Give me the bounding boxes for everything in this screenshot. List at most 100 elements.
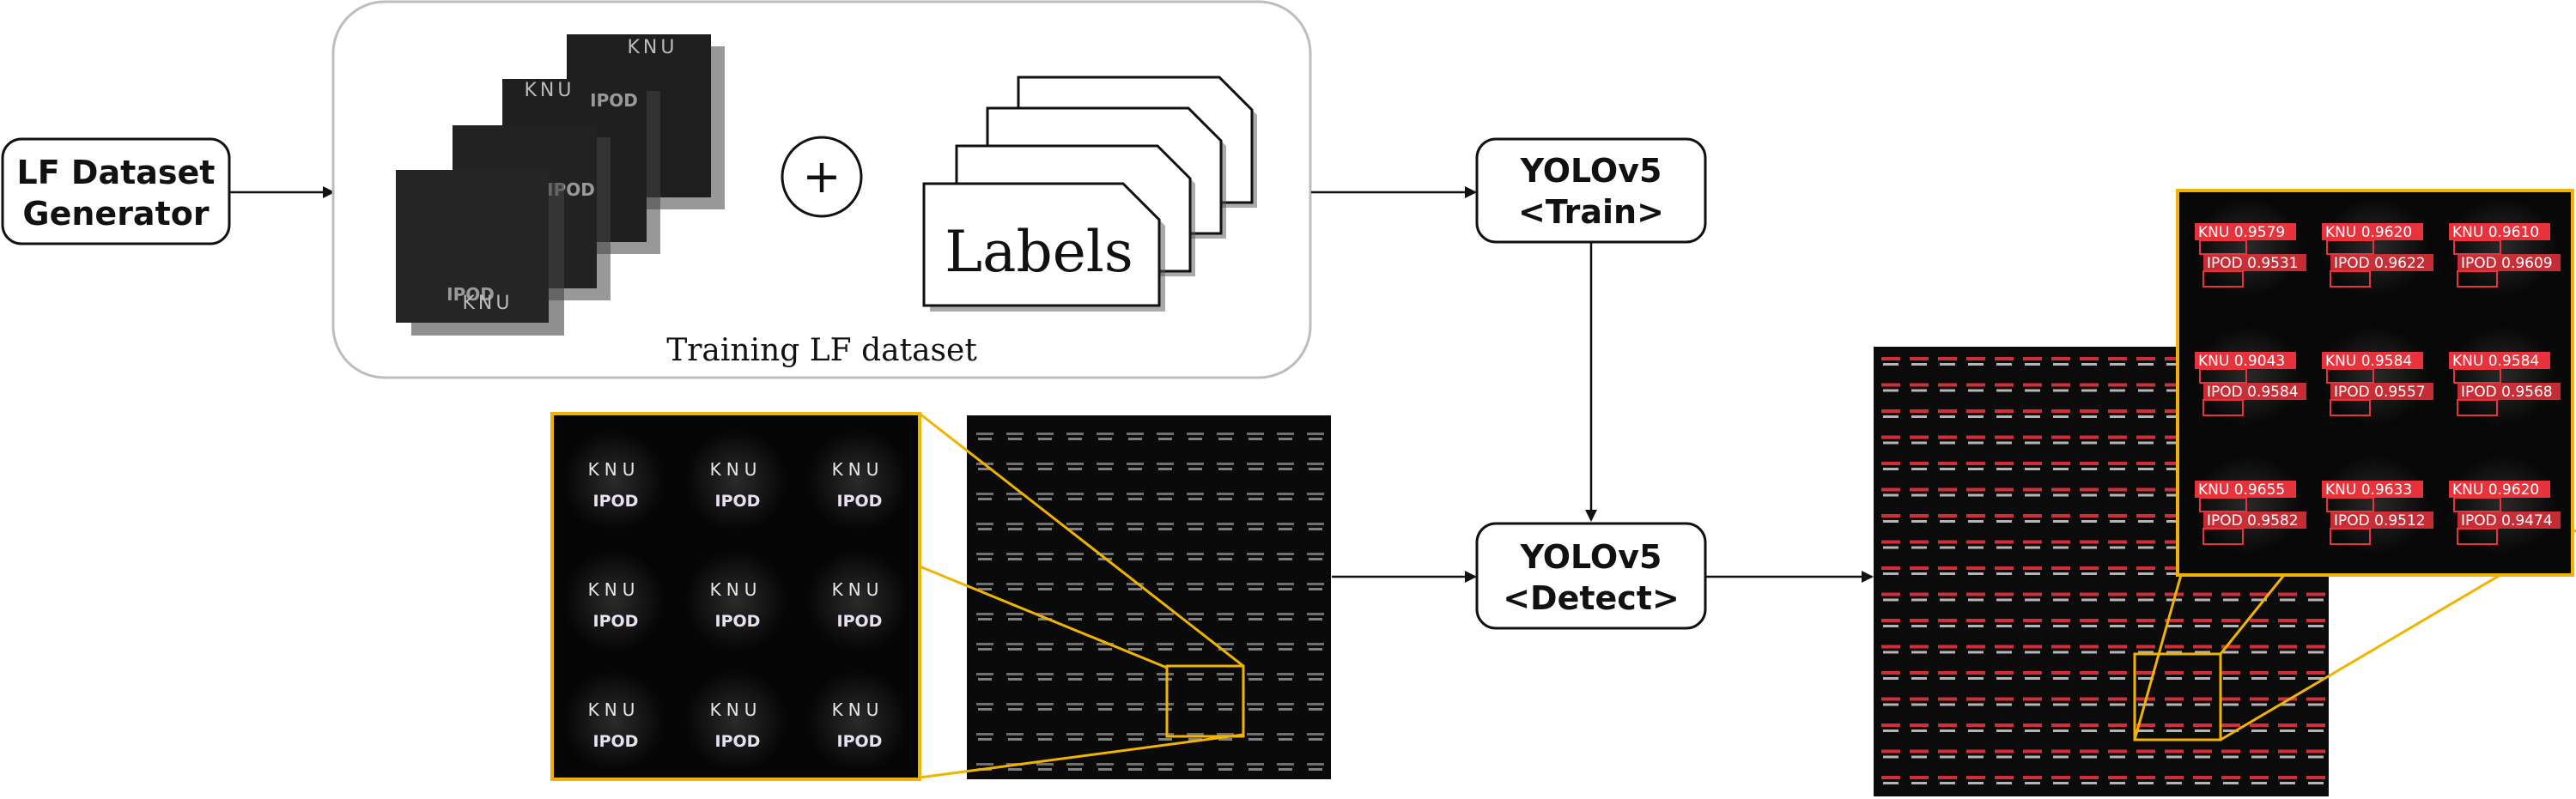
detection-knu-label: KNU 0.9584 [2325,353,2412,370]
input-elemental-mark [1068,528,1082,530]
input-elemental-mark [978,618,992,620]
output-detection-mark [1968,363,1984,366]
output-detection-mark [1938,671,1957,675]
output-detection-mark [2306,671,2325,675]
input-elemental-mark [1127,523,1144,525]
output-detection-mark [1996,493,2012,497]
input-elemental-mark [1249,528,1262,530]
output-detection-mark [2051,357,2070,360]
output-detection-mark [2023,592,2042,596]
output-detection-mark [1995,749,2014,754]
input-elemental-mark [1006,703,1024,705]
detection-glow [2318,324,2432,427]
output-detection-mark [1881,671,1900,675]
output-detection-mark [1995,383,2014,387]
lf-image-1: IPOD KNU [396,170,564,336]
output-detection-mark [2221,723,2240,727]
output-detection-mark [2306,619,2325,622]
output-detection-mark [1940,441,1955,445]
output-detection-mark [2166,651,2182,654]
lf-image-stack: KNU KNU IPOD IPOD IPOD KNU [396,34,725,336]
input-elemental-mark [1128,498,1142,500]
output-detection-mark [1940,546,1955,549]
input-elemental-mark [1188,558,1202,560]
detection-ipod-label: IPOD 0.9584 [2207,384,2299,401]
input-elemental-mark [978,678,992,681]
output-detection-mark [2221,619,2240,622]
input-elemental-mark [1188,528,1202,530]
input-elemental-mark [976,433,993,435]
output-detection-mark [2053,625,2069,627]
output-detection-mark [2138,625,2154,627]
input-elemental-mark [1277,733,1294,735]
output-detection-mark [1996,415,2012,418]
input-elemental-mark [1217,523,1234,525]
input-elemental-mark [1097,763,1114,766]
output-detection-mark [2053,520,2069,523]
input-zoom-knu: KNU [588,459,641,480]
output-detection-mark [2306,592,2325,596]
output-detection-mark [2166,389,2182,392]
output-detection-mark [2081,625,2097,627]
output-detection-mark [1883,651,1899,654]
output-detection-mark [1910,723,1929,727]
input-elemental-mark [1218,528,1232,530]
output-detection-mark [2278,619,2297,622]
output-detection-mark [2166,415,2182,418]
input-elemental-mark [1157,553,1174,555]
input-elemental-mark [1066,523,1084,525]
output-detection-mark [1966,357,1985,360]
input-elemental-mark [1309,438,1322,440]
input-elemental-mark [1247,643,1264,645]
input-elemental-mark [1006,643,1024,645]
output-detection-mark [2080,514,2099,518]
input-elemental-mark [1247,433,1264,435]
output-detection-mark [2250,592,2269,596]
output-detection-mark [1995,697,2014,701]
input-elemental-mark [1097,643,1114,645]
lf-image-1-ipod: IPOD [447,284,495,305]
output-detection-mark [2195,782,2210,784]
input-elemental-mark [1217,433,1234,435]
input-elemental-mark [1309,678,1322,681]
input-zoom-ipod: IPOD [837,732,883,751]
input-elemental-mark [1187,733,1204,735]
output-detection-mark [2165,776,2184,779]
output-detection-mark [1996,546,2012,549]
input-elemental-mark [1008,498,1022,500]
input-elemental-mark [978,738,992,741]
output-detection-mark [2110,755,2125,759]
output-detection-mark [2278,776,2297,779]
input-elemental-mark [1128,648,1142,651]
input-elemental-mark [1218,708,1232,711]
input-elemental-mark [1036,613,1054,615]
output-detection-mark [2025,755,2040,759]
output-detection-mark [2051,514,2070,518]
detection-ipod-label-box [2203,254,2306,271]
input-zoom-glow [562,669,665,772]
input-elemental-mark [1309,708,1322,711]
input-elemental-mark [1279,618,1292,620]
output-detection-mark [2080,671,2099,675]
output-detection-mark [2138,415,2154,418]
input-elemental-mark [976,673,993,675]
output-detection-mark [2025,625,2040,627]
output-detection-mark [2023,409,2042,413]
output-detection-mark [2051,671,2070,675]
detection-knu-label-box [2322,352,2423,369]
output-detection-mark [2138,782,2154,784]
output-detection-mark [1995,776,2014,779]
output-detection-mark [1968,782,1984,784]
input-elemental-mark [1036,493,1054,495]
output-detection-mark [2110,572,2125,575]
output-detection-mark [2080,357,2099,360]
input-elemental-mark [1158,438,1172,440]
output-detection-mark [1966,462,1985,465]
detection-ipod-label-box [2458,254,2561,271]
output-detection-mark [1996,651,2012,654]
output-detection-mark [2023,514,2042,518]
detection-ipod-box [2330,528,2371,545]
output-detection-mark [2136,514,2155,518]
output-detection-mark [1966,697,1985,701]
output-detection-mark [2051,723,2070,727]
